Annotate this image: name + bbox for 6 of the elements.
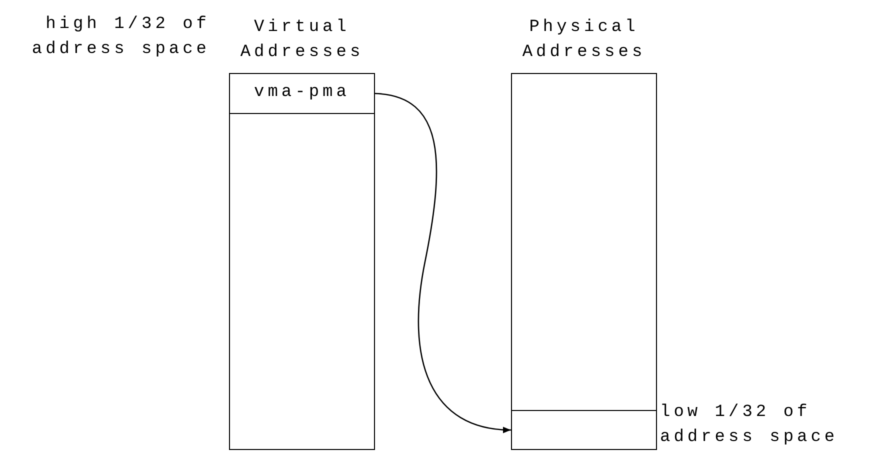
region-note: low 1/32 of address space [660, 402, 840, 449]
region-label: vma-pma [253, 82, 351, 104]
column-heading: Physical Addresses [521, 17, 647, 64]
curved-arrow [374, 92, 512, 433]
column-heading: Virtual Addresses [239, 17, 365, 64]
region-note: high 1/32 of address space [30, 14, 210, 61]
